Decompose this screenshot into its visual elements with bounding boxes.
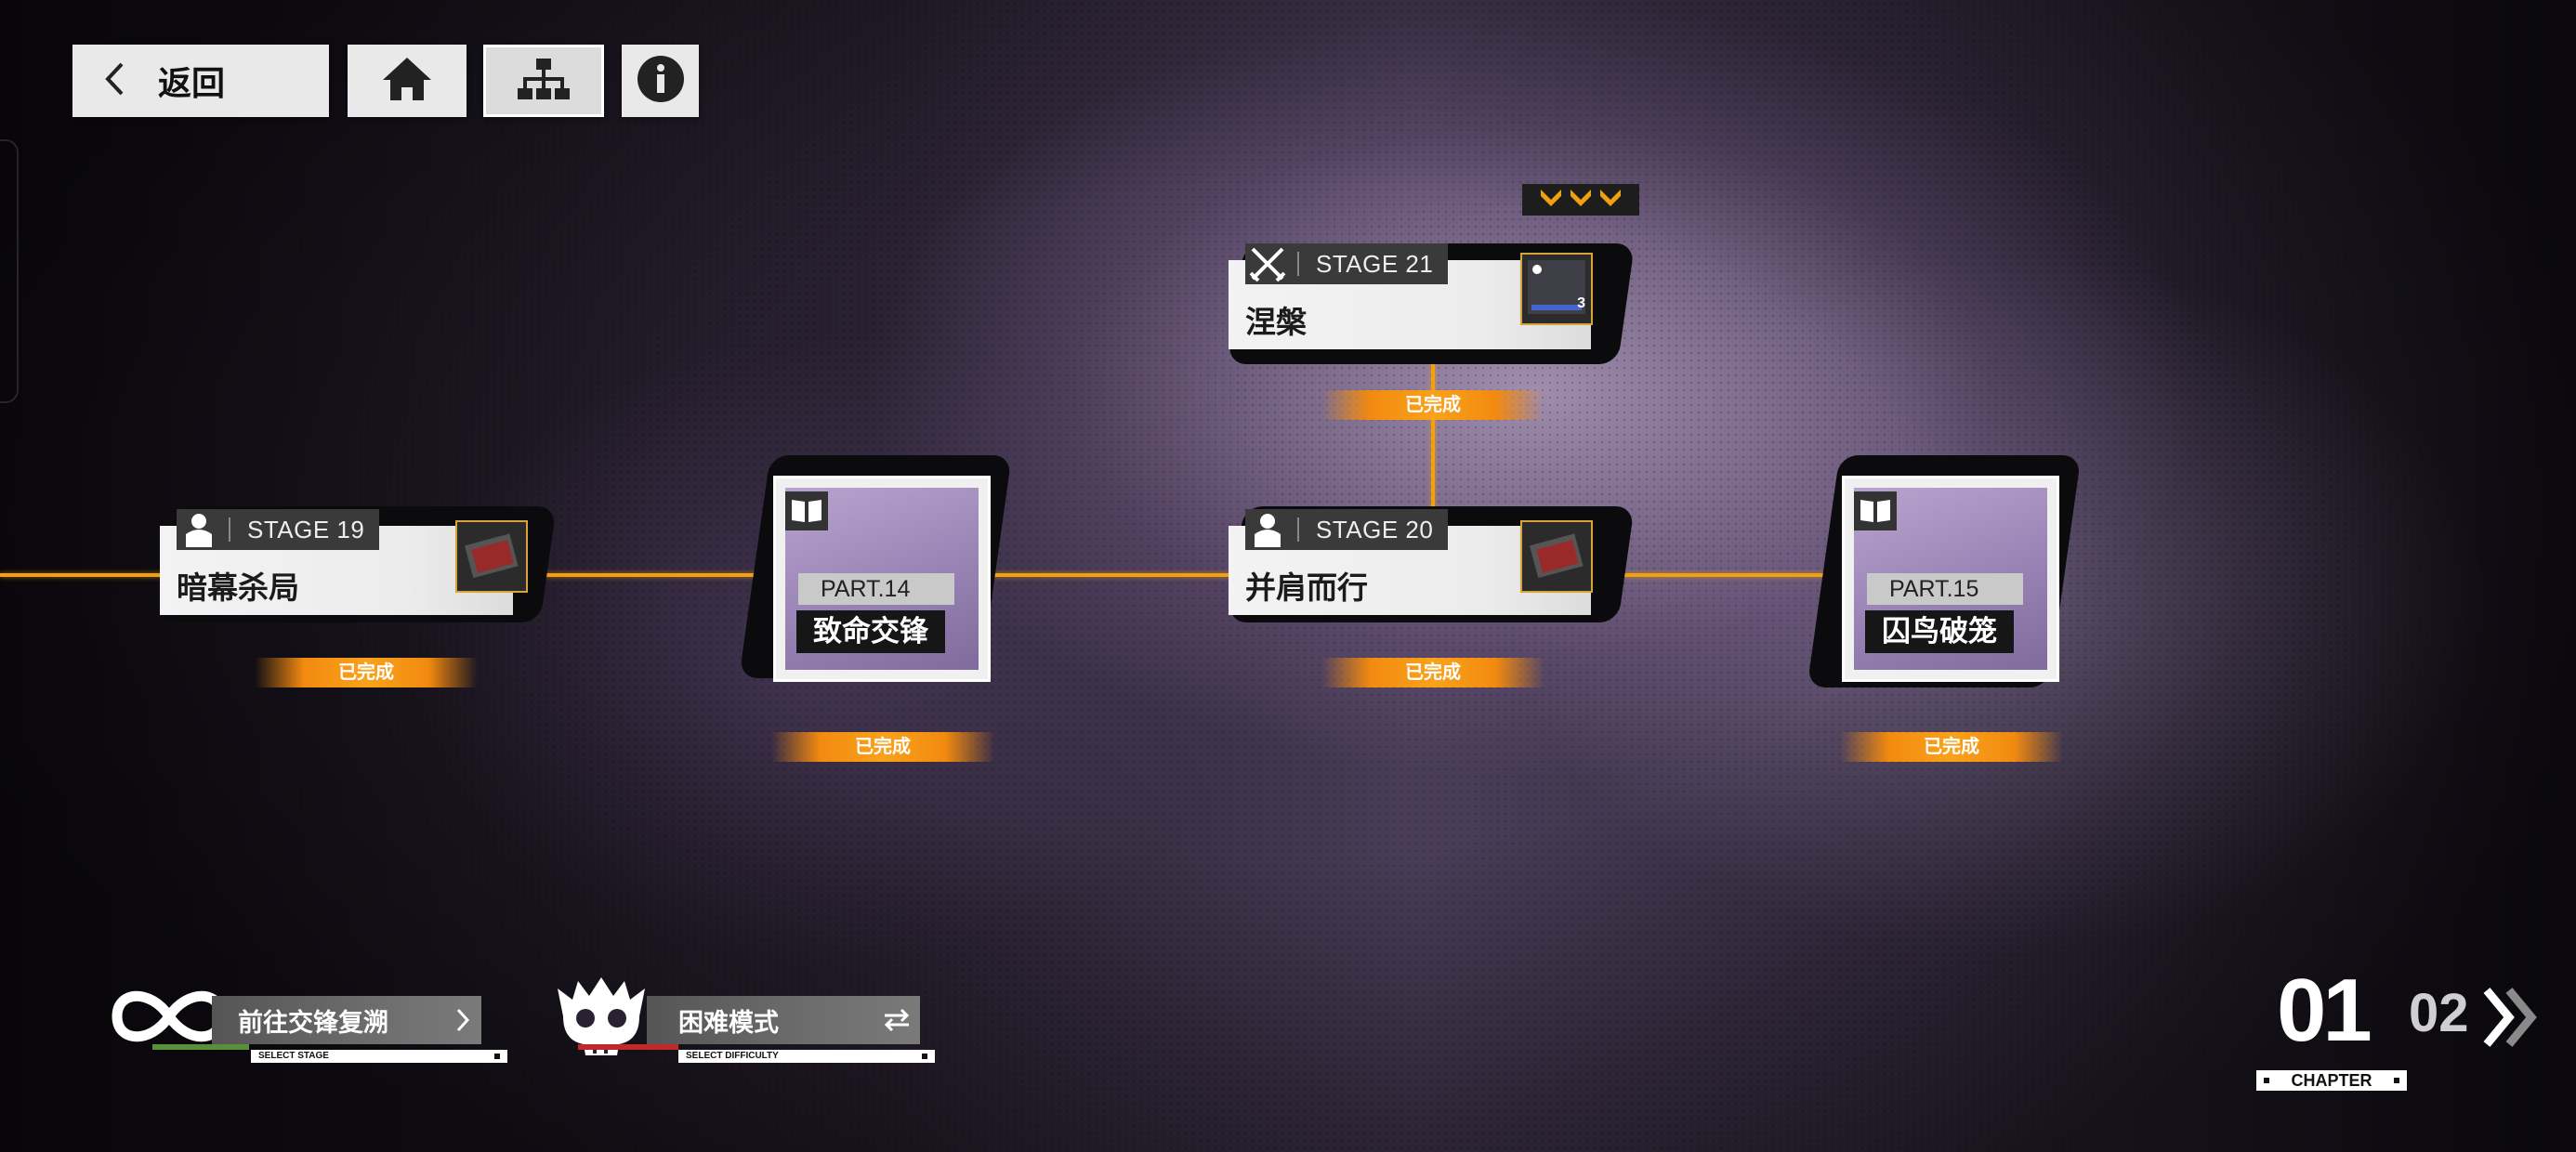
reward-thumbnail[interactable] <box>455 520 528 593</box>
crossed-swords-icon <box>1245 243 1290 284</box>
difficulty-indicator-bar <box>578 1044 678 1050</box>
book-icon <box>785 491 828 530</box>
character-portrait-icon <box>1528 260 1585 319</box>
select-stage-sublabel: SELECT STAGE <box>251 1050 507 1063</box>
double-chevron-right-icon <box>2481 985 2543 1054</box>
select-stage-label: 前往交锋复溯 <box>238 1008 388 1037</box>
back-button[interactable]: 返回 <box>72 45 329 117</box>
completed-badge: 已完成 <box>1840 732 2063 762</box>
left-edge-tab[interactable] <box>0 139 19 403</box>
completed-badge: 已完成 <box>255 658 478 687</box>
stage-node[interactable]: STAGE 19 暗幕杀局 <box>160 509 513 615</box>
path-line <box>1431 353 1435 526</box>
stage-header: STAGE 21 <box>1245 243 1449 284</box>
path-line <box>520 573 771 577</box>
stage-name: 涅槃 <box>1245 305 1307 339</box>
next-chapter-number: 02 <box>2409 983 2469 1043</box>
select-difficulty-control[interactable]: 困难模式 SELECT DIFFICULTY <box>550 977 940 1063</box>
next-chapter-button[interactable]: 02 <box>2407 975 2546 1059</box>
info-button[interactable] <box>622 45 699 117</box>
part-code: PART.15 <box>1867 573 2023 605</box>
reward-thumbnail[interactable] <box>1520 520 1593 593</box>
reward-count: 3 <box>1577 295 1585 311</box>
separator <box>229 517 230 542</box>
select-difficulty-sublabel: SELECT DIFFICULTY <box>678 1050 935 1063</box>
reward-thumbnail[interactable]: 3 <box>1520 253 1593 325</box>
difficulty-rating <box>1522 184 1639 216</box>
hierarchy-icon <box>516 57 572 106</box>
card-icon <box>1529 533 1585 584</box>
select-stage-control[interactable]: 前往交锋复溯 SELECT STAGE <box>110 990 509 1063</box>
stage-code: STAGE 19 <box>247 515 365 543</box>
part-name: 囚鸟破笼 <box>1865 610 2014 653</box>
home-button[interactable] <box>348 45 467 117</box>
book-icon <box>1854 491 1897 530</box>
stage-map-button[interactable] <box>483 45 604 117</box>
chevron-down-icon <box>1568 187 1594 214</box>
part-code: PART.14 <box>798 573 954 605</box>
stage-header: STAGE 19 <box>177 509 380 550</box>
chapter-label: CHAPTER <box>2256 1070 2407 1091</box>
separator <box>1297 517 1299 542</box>
part-node[interactable]: PART.15 囚鸟破笼 <box>1842 476 2059 682</box>
part-node[interactable]: PART.14 致命交锋 <box>773 476 991 682</box>
completed-badge: 已完成 <box>1321 390 1544 420</box>
card-icon <box>464 533 520 584</box>
completed-badge: 已完成 <box>1321 658 1544 687</box>
swap-icon <box>883 1008 911 1036</box>
stage-header: STAGE 20 <box>1245 509 1449 550</box>
home-icon <box>379 54 435 109</box>
stage-code: STAGE 21 <box>1316 249 1434 278</box>
chevron-down-icon <box>1538 187 1564 214</box>
chevron-right-icon <box>455 1007 470 1038</box>
stage-name: 并肩而行 <box>1245 570 1368 605</box>
stage-code: STAGE 20 <box>1316 515 1434 543</box>
stage-name: 暗幕杀局 <box>177 570 299 605</box>
character-icon <box>177 509 221 550</box>
chevron-down-icon <box>1597 187 1623 214</box>
path-line <box>991 573 1236 577</box>
chevron-left-icon <box>104 61 125 101</box>
path-line <box>0 573 167 577</box>
select-difficulty-bar: 困难模式 <box>647 996 920 1044</box>
select-difficulty-label: 困难模式 <box>678 1008 779 1037</box>
completed-badge: 已完成 <box>771 732 994 762</box>
stage-progress-bar <box>152 1044 249 1050</box>
part-name: 致命交锋 <box>796 610 945 653</box>
character-icon <box>1245 509 1290 550</box>
back-label: 返回 <box>158 64 226 102</box>
select-stage-bar: 前往交锋复溯 <box>212 996 481 1044</box>
separator <box>1297 252 1299 276</box>
info-icon <box>636 54 686 109</box>
current-chapter-number: 01 <box>2277 961 2372 1060</box>
path-line <box>1617 573 1823 577</box>
